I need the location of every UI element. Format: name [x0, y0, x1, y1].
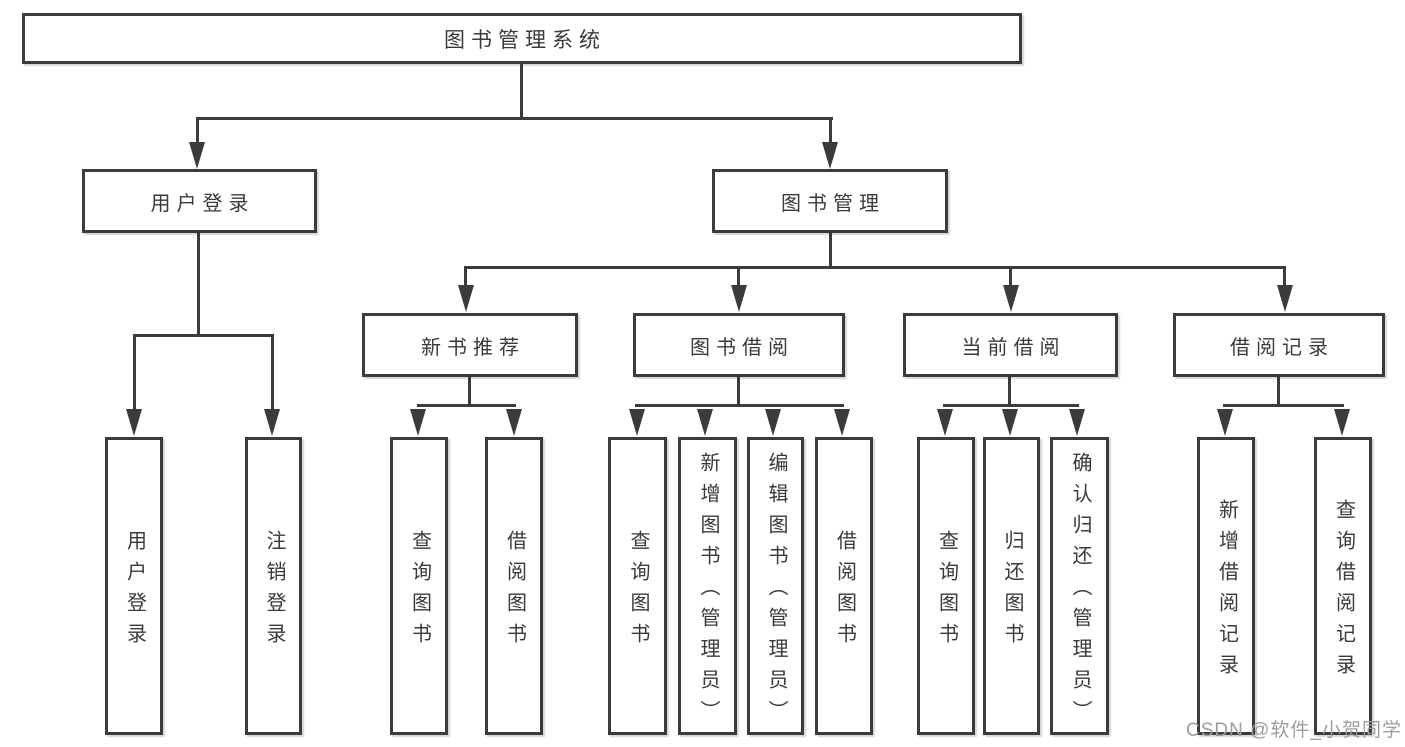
arrowhead-down-icon	[126, 409, 142, 436]
leaf-label: 查询图书	[408, 529, 431, 654]
connector-line	[196, 117, 199, 145]
leaf-label: 借阅图书	[833, 529, 856, 654]
leaf-borrowing-borrow-books: 借阅图书	[815, 437, 873, 735]
connector-line	[464, 266, 1286, 269]
leaf-confirm-return-admin: 确认归还（管理员）	[1050, 437, 1109, 735]
connector-line	[520, 64, 523, 118]
arrowhead-down-icon	[822, 142, 838, 169]
connector-line	[737, 377, 740, 406]
connector-line	[133, 334, 274, 337]
leaf-label: 编辑图书（管理员）	[765, 452, 787, 731]
arrowhead-down-icon	[1217, 409, 1233, 436]
arrowhead-down-icon	[1277, 285, 1293, 312]
leaf-label: 查询借阅记录	[1332, 498, 1355, 685]
leaf-logout: 注销登录	[245, 437, 302, 735]
arrowhead-down-icon	[410, 409, 426, 436]
leaf-current-query-books: 查询图书	[917, 437, 975, 735]
leaf-recommend-query-books: 查询图书	[390, 437, 448, 735]
connector-line	[635, 404, 844, 407]
arrowhead-down-icon	[1003, 285, 1019, 312]
connector-line	[133, 334, 136, 413]
leaf-label: 注销登录	[263, 529, 285, 654]
leaf-label: 查询图书	[935, 529, 958, 654]
leaf-label: 用户登录	[123, 529, 146, 654]
arrowhead-down-icon	[937, 409, 953, 436]
leaf-label: 借阅图书	[503, 529, 526, 654]
leaf-label: 新增借阅记录	[1215, 498, 1238, 685]
arrowhead-down-icon	[629, 409, 645, 436]
connector-line	[829, 233, 832, 269]
arrowhead-down-icon	[834, 409, 850, 436]
connector-line	[1223, 404, 1344, 407]
connector-line	[197, 233, 200, 337]
arrowhead-down-icon	[458, 285, 474, 312]
csdn-watermark: CSDN @软件_小贺同学	[1186, 720, 1402, 741]
connector-line	[417, 404, 516, 407]
node-book-management: 图书管理	[712, 169, 948, 233]
connector-line	[1277, 377, 1280, 406]
connector-line	[464, 266, 467, 288]
leaf-add-books-admin: 新增图书（管理员）	[678, 437, 737, 735]
arrowhead-down-icon	[697, 409, 713, 436]
arrowhead-down-icon	[264, 409, 280, 436]
leaf-label: 确认归还（管理员）	[1069, 452, 1091, 731]
arrowhead-down-icon	[1069, 409, 1085, 436]
arrowhead-down-icon	[506, 409, 522, 436]
arrowhead-down-icon	[765, 409, 781, 436]
connector-line	[737, 266, 740, 288]
connector-line	[196, 117, 833, 120]
leaf-recommend-borrow-books: 借阅图书	[485, 437, 543, 735]
leaf-borrowing-query-books: 查询图书	[608, 437, 667, 735]
connector-line	[943, 404, 1079, 407]
node-book-borrowing: 图书借阅	[633, 313, 845, 377]
connector-line	[271, 334, 274, 413]
connector-line	[829, 117, 832, 145]
connector-line	[1008, 377, 1011, 406]
node-library-management-system: 图书管理系统	[22, 13, 1022, 64]
arrowhead-down-icon	[1334, 409, 1350, 436]
leaf-add-borrow-record: 新增借阅记录	[1197, 437, 1255, 735]
node-user-login: 用户登录	[82, 169, 317, 233]
node-current-borrowing: 当前借阅	[903, 313, 1118, 377]
leaf-return-books: 归还图书	[983, 437, 1040, 735]
leaf-label: 归还图书	[1001, 529, 1023, 654]
leaf-label: 查询图书	[627, 529, 649, 654]
connector-line	[1009, 266, 1012, 288]
arrowhead-down-icon	[731, 285, 747, 312]
node-new-book-recommend: 新书推荐	[362, 313, 578, 377]
arrowhead-down-icon	[1002, 409, 1018, 436]
node-borrowing-records: 借阅记录	[1173, 313, 1385, 377]
leaf-query-borrow-record: 查询借阅记录	[1314, 437, 1372, 735]
leaf-user-login: 用户登录	[105, 437, 163, 735]
arrowhead-down-icon	[189, 142, 205, 169]
connector-line	[468, 377, 471, 406]
leaf-label: 新增图书（管理员）	[697, 452, 719, 731]
leaf-edit-books-admin: 编辑图书（管理员）	[747, 437, 804, 735]
connector-line	[1283, 266, 1286, 288]
